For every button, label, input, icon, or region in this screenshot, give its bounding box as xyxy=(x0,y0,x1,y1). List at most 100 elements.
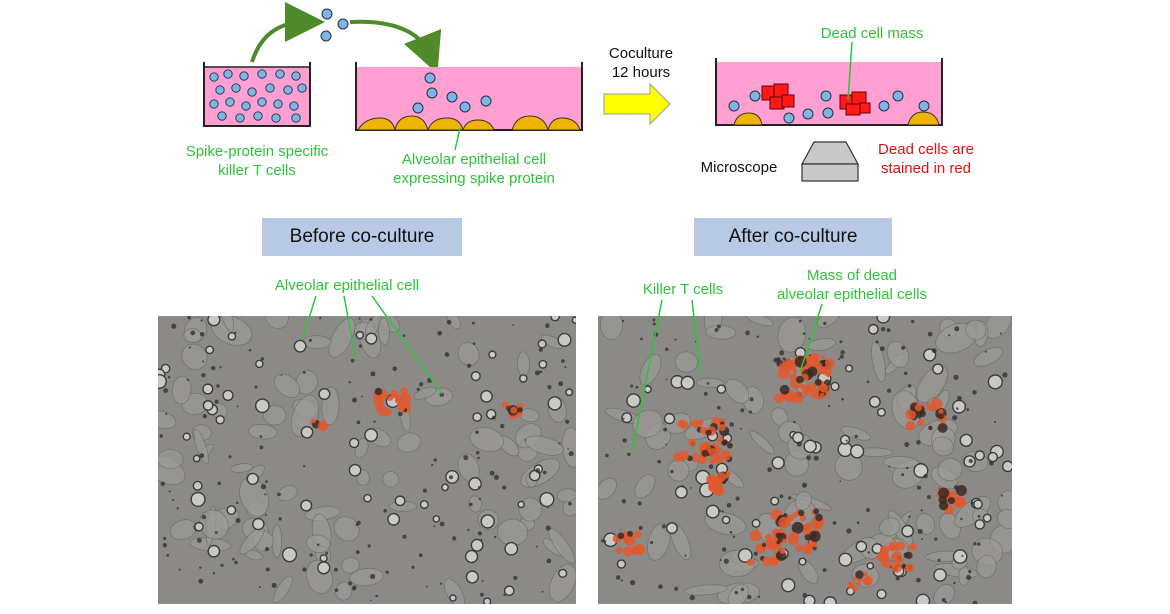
debris-speck xyxy=(841,397,844,401)
debris-speck xyxy=(228,455,232,459)
debris-speck xyxy=(923,473,928,479)
t-cell-dot xyxy=(225,97,235,107)
debris-speck xyxy=(944,600,948,604)
debris-speck xyxy=(649,540,654,545)
dead-cell-spot xyxy=(774,393,784,404)
dead-mass-annotation: Mass of dead alveolar epithelial cells xyxy=(776,267,928,303)
round-cell xyxy=(803,594,816,604)
debris-speck xyxy=(749,397,754,402)
t-cell-dot xyxy=(265,83,275,93)
debris-speck xyxy=(812,546,817,551)
debris-speck xyxy=(333,567,338,572)
debris-speck xyxy=(467,363,472,368)
debris-speck xyxy=(714,327,719,333)
debris-speck xyxy=(426,585,428,588)
debris-speck xyxy=(567,501,572,506)
debris-speck xyxy=(953,581,956,585)
round-cell xyxy=(771,456,785,470)
debris-speck xyxy=(615,575,621,580)
round-cell xyxy=(207,544,221,558)
debris-speck xyxy=(370,371,376,377)
dead-cell-spot xyxy=(769,556,778,565)
debris-speck xyxy=(309,553,313,557)
debris-speck xyxy=(546,558,552,564)
debris-speck xyxy=(452,536,457,541)
round-cell xyxy=(387,512,401,526)
debris-speck xyxy=(196,537,202,543)
round-cell xyxy=(987,374,1003,390)
dead-cell-spot xyxy=(863,571,868,577)
dead-cell-spot xyxy=(824,358,835,369)
dead-cell-spot xyxy=(819,392,825,398)
debris-speck xyxy=(729,422,735,427)
debris-speck xyxy=(801,482,808,488)
debris-speck xyxy=(448,475,454,480)
t-cell-dot xyxy=(239,71,249,81)
cell-outline xyxy=(183,328,203,344)
dead-cell-spot xyxy=(889,544,897,551)
debris-speck xyxy=(199,453,205,458)
microscope-label: Microscope xyxy=(700,159,778,176)
round-cell xyxy=(192,454,201,463)
round-cell xyxy=(558,568,568,578)
debris-speck xyxy=(478,497,482,501)
round-cell xyxy=(557,332,572,347)
round-cell xyxy=(621,412,633,424)
cell-outline xyxy=(684,584,728,596)
round-cell xyxy=(844,364,854,373)
cell-outline xyxy=(600,316,623,341)
debris-speck xyxy=(994,420,997,423)
round-cell xyxy=(432,515,441,523)
round-cell xyxy=(503,585,515,597)
cell-outline xyxy=(219,316,234,332)
round-cell xyxy=(519,374,528,383)
round-cell xyxy=(465,570,479,584)
round-cell xyxy=(849,444,865,459)
debris-speck xyxy=(232,557,235,561)
round-cell xyxy=(876,316,891,324)
cell-outline xyxy=(749,430,775,455)
debris-speck xyxy=(565,419,570,424)
dead-cell-spot xyxy=(782,538,787,544)
debris-speck xyxy=(600,539,604,543)
debris-speck xyxy=(475,430,479,435)
round-cell xyxy=(207,316,221,327)
t-cell-dot xyxy=(235,113,245,123)
debris-speck xyxy=(681,485,684,488)
dead-cell-spot xyxy=(622,535,631,544)
debris-speck xyxy=(663,427,668,432)
cell-outline xyxy=(647,522,671,561)
dead-cell-spot xyxy=(688,438,697,447)
debris-speck xyxy=(477,485,480,488)
debris-speck xyxy=(278,517,282,521)
debris-speck xyxy=(984,350,987,353)
debris-speck xyxy=(881,326,886,332)
t-cell-dot xyxy=(271,113,281,123)
round-cell xyxy=(222,389,234,402)
round-cell xyxy=(365,332,378,345)
debris-speck xyxy=(168,490,171,493)
debris-speck xyxy=(954,326,960,332)
round-cell xyxy=(192,480,203,491)
t-cell-dot xyxy=(273,99,283,109)
dead-cell-spot xyxy=(876,550,889,563)
debris-speck xyxy=(854,434,858,439)
debris-speck xyxy=(373,420,376,423)
debris-speck xyxy=(439,582,443,585)
debris-speck xyxy=(732,535,736,539)
t-cell-dot xyxy=(209,99,219,109)
dead-cell-spot xyxy=(791,521,804,534)
stained-red-label: Dead cells are stained in red xyxy=(878,141,974,177)
debris-speck xyxy=(960,517,963,521)
round-cell xyxy=(663,412,676,425)
round-cell xyxy=(300,499,313,512)
dead-cell-spot xyxy=(826,372,832,378)
debris-speck xyxy=(620,579,623,582)
debris-speck xyxy=(491,415,496,420)
dead-cell-spot xyxy=(761,542,767,548)
dead-cell-mass-label: Dead cell mass xyxy=(820,25,924,42)
dead-cell-spot xyxy=(926,402,932,409)
debris-speck xyxy=(665,378,668,381)
debris-speck xyxy=(689,595,695,601)
dead-cell-spot xyxy=(909,542,917,551)
